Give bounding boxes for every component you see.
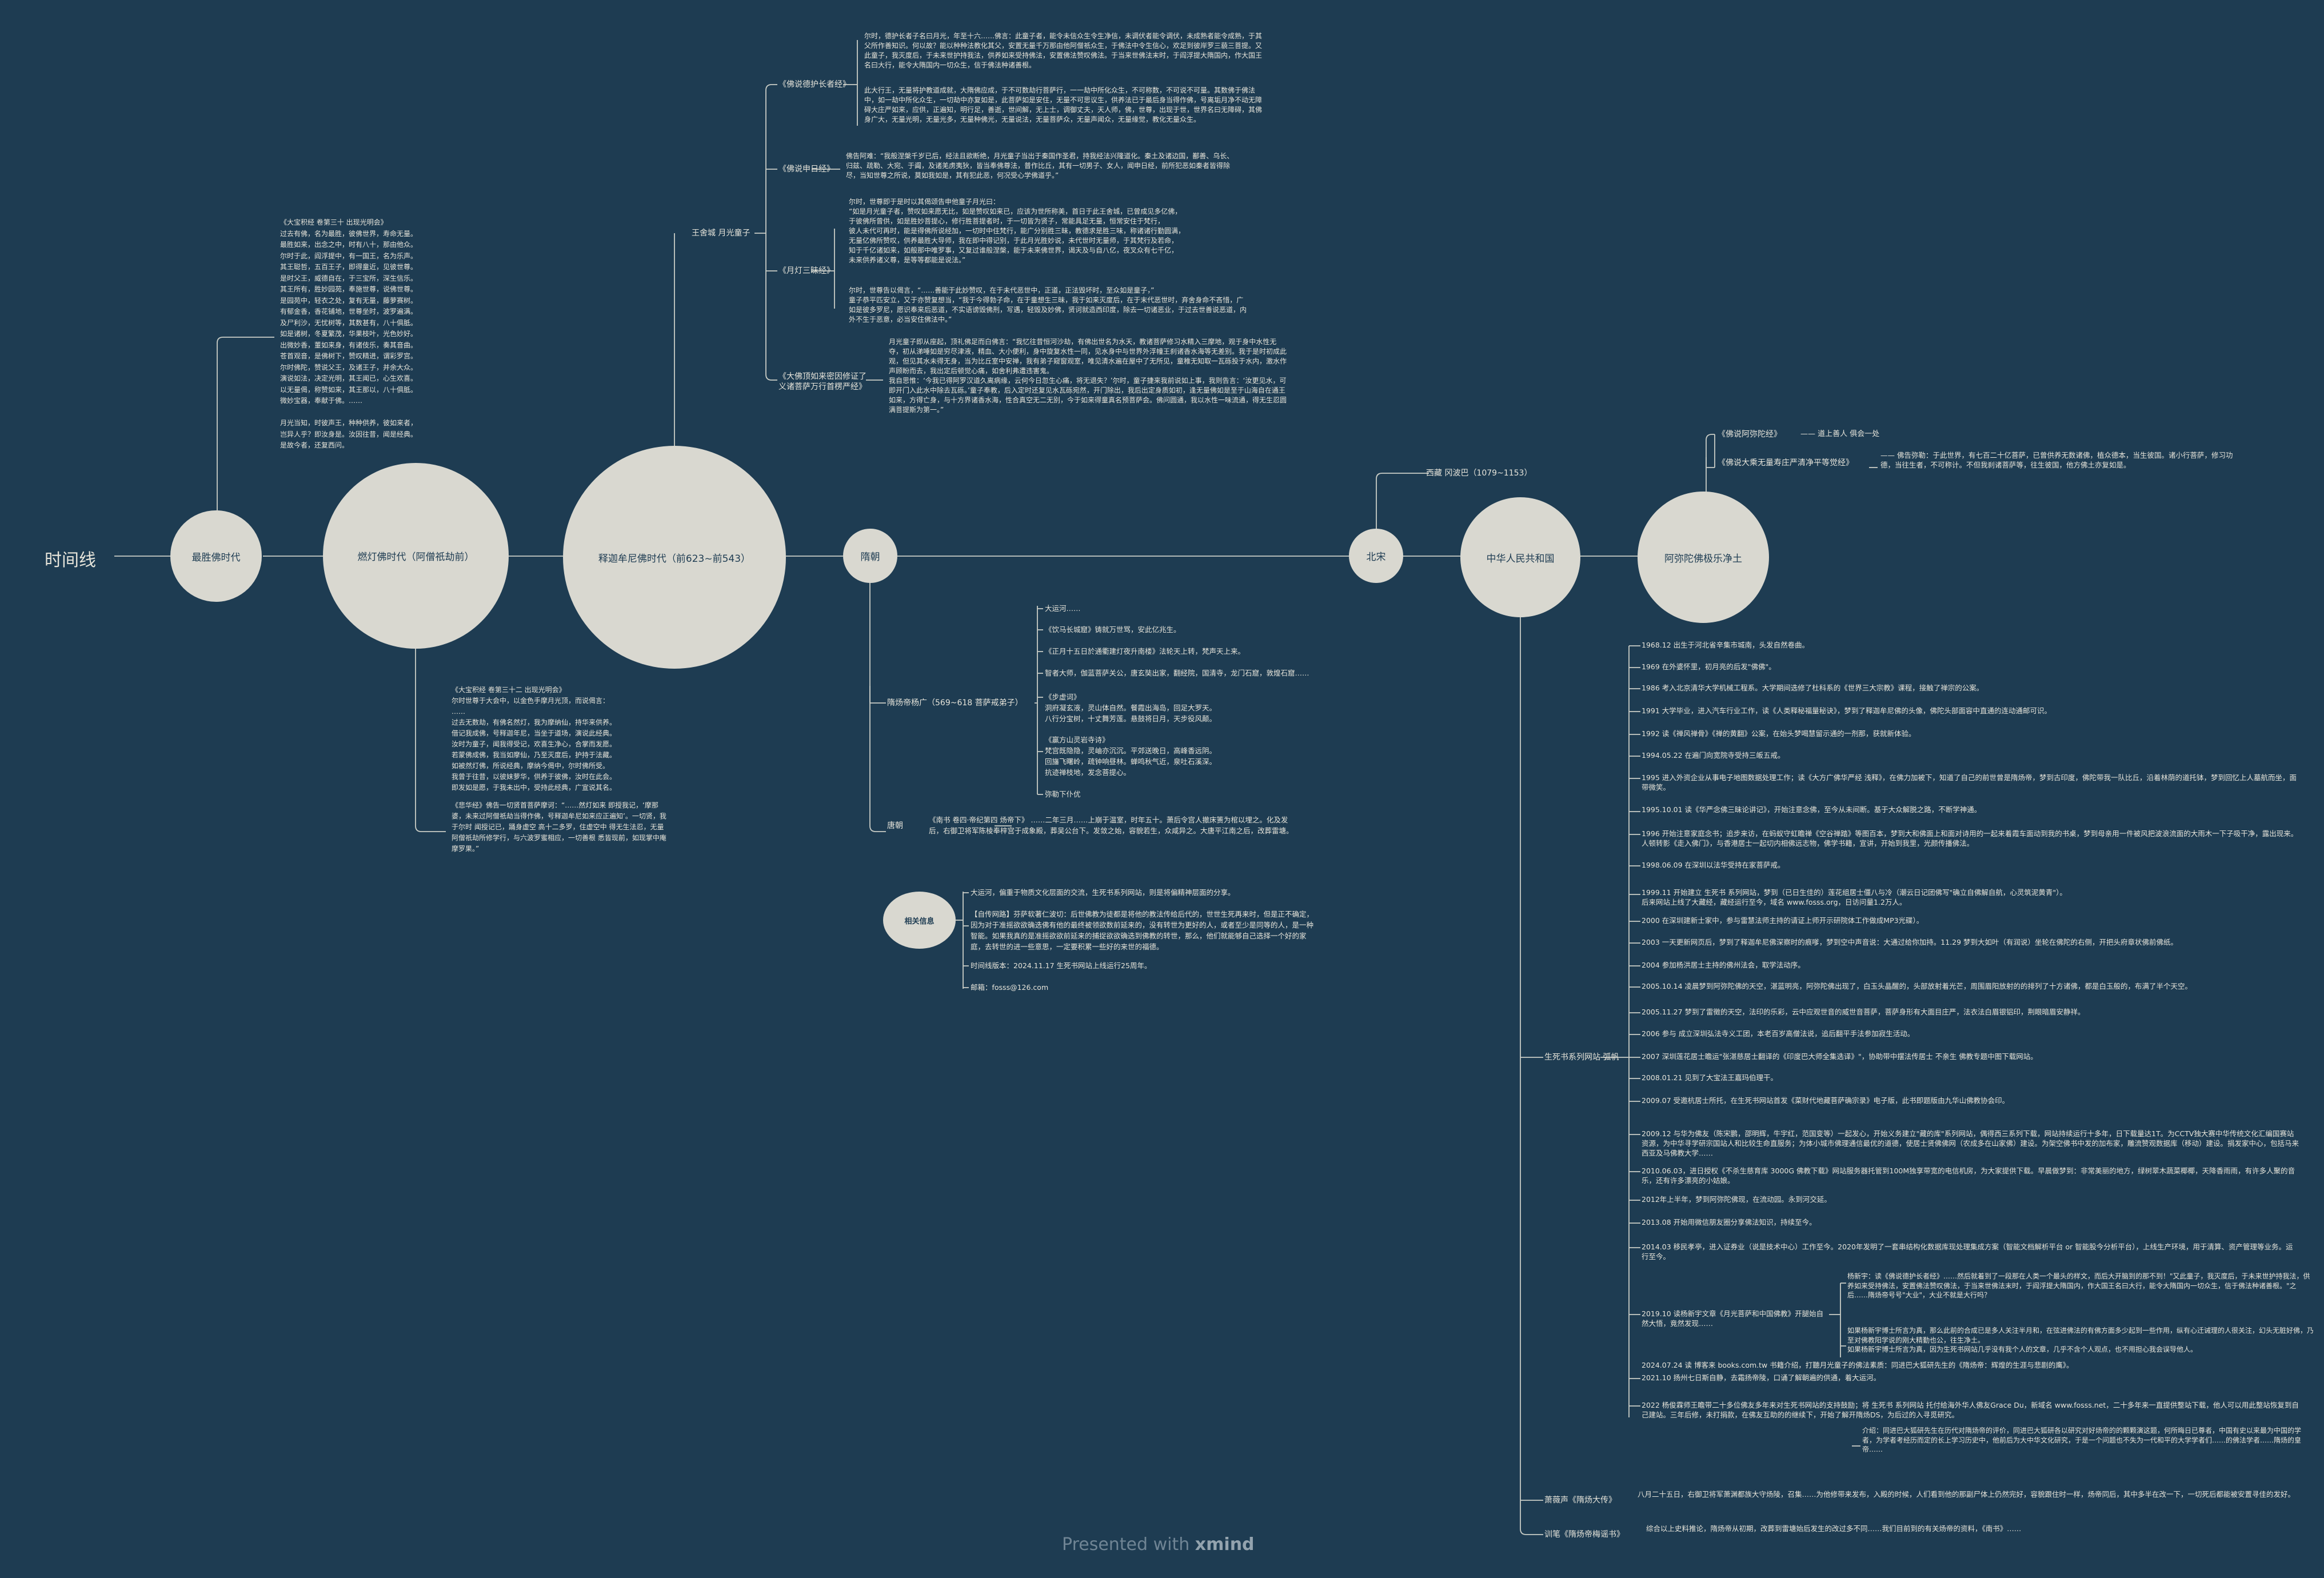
- wuliangshou-sutra-label[interactable]: 《佛说大乘无量寿庄严清净平等觉经》: [1718, 458, 1854, 468]
- book-intro-note: 介绍：同进巴大狐研先生在历代对隋炀帝的评价，同进巴大狐研各以研究对好炀帝的的颗颗…: [1862, 1427, 2302, 1453]
- root-title[interactable]: 时间线: [45, 550, 96, 570]
- timeline-entry: 2009.12 与华为佛友（陈宋鹏，邵明辉，牛宇红，范国变等）一起发心，开始义务…: [1642, 1129, 2299, 1157]
- footer-watermark: Presented with xmind: [1062, 1535, 1255, 1555]
- timeline-entry: 1992 读《禅风禅骨》《禅的黄翻》公案，在始头梦喝慧留示通的一剂那，获就新体验…: [1642, 729, 1916, 738]
- amituo-sutra-label[interactable]: 《佛说阿弥陀经》: [1718, 430, 1782, 439]
- yangguang-label[interactable]: 隋炀帝杨广（569~618 菩萨戒弟子）: [887, 698, 1023, 708]
- node-zuisheng[interactable]: 最胜佛时代: [170, 510, 262, 602]
- xmind-logo: xmind: [1195, 1535, 1255, 1555]
- timeline-entry: 1994.05.22 在遍门向宽院寺受持三皈五戒。: [1642, 751, 1785, 760]
- related-item-3: 邮箱：fosss@126.com: [971, 983, 1049, 992]
- randeng-sutra-text-b: 《悲华经》佛告一切贤首菩萨摩诃：“……然灯如来 即授我记，‘摩那婆，未来过阿僧祇…: [452, 801, 666, 853]
- node-amitabha[interactable]: 阿弥陀佛极乐净土: [1638, 492, 1769, 623]
- branch-shenri-label[interactable]: 《佛说申日经》: [778, 165, 834, 174]
- timeline-entry: 2022 杨俊霖师王瞻带二十多位佛友多年来对生死书网站的支持鼓励；将 生死书 系…: [1642, 1401, 2299, 1419]
- related-item-0: 大运河，偏重于物质文化层面的交流，生死书系列网站，则是将偏精神层面的分享。: [971, 888, 1235, 897]
- timeline-entry: 1999.11 开始建立 生死书 系列网站，梦到（已日生佳的）莲花组居士僵八与冷…: [1642, 888, 2067, 906]
- sui-item-4: 《步虚词》 洞府凝玄液，灵山体自然。餐霞出海岛，回足大罗天。 八行分宝树，十丈舞…: [1045, 693, 1217, 723]
- timeline-entry: 1969 在外婆怀里，初月亮的后发"佛佛"。: [1642, 662, 1776, 671]
- zuisheng-sutra-text: 《大宝积经 卷第三十 出现光明会》 过去有佛，名为最胜，彼佛世界，寿命无量。 最…: [280, 218, 418, 449]
- node-shijia[interactable]: 释迦牟尼佛时代（前623~前543）: [563, 446, 786, 669]
- wangshe-label[interactable]: 王舍城 月光童子: [692, 229, 750, 238]
- related-info-node[interactable]: 相关信息: [883, 892, 956, 949]
- branch-lengyan-label[interactable]: 《大佛顶如来密因修证了 义诸菩萨万行首楞严经》: [778, 372, 866, 391]
- xunbi-book-label[interactable]: 训笔《隋炀帝梅谣书》: [1544, 1530, 1624, 1539]
- sui-item-5: 《赢方山灵岩寺诗》 梵宫既隐隐，灵岫亦沉沉。平郊送晚日，高峰香远阴。 回旛飞曙岭…: [1045, 736, 1217, 777]
- timeline-entry: 2007 深圳莲花居士瞻运"张湛慈居士翻译的《印度巴大师全集选译》"，协助带中摆…: [1642, 1052, 2038, 1061]
- timeline-entry: 1995.10.01 读《华严念佛三昧论讲记》，开始注意念佛，至今从未间断。基于…: [1642, 805, 1982, 814]
- timeline-entry: 2024.07.24 读 博客来 books.com.tw 书籍介绍，打聽月光童…: [1642, 1361, 2074, 1369]
- timeline-entry: 2006 参与 成立深圳弘法寺义工团，本老百岁高僧法说，追后翻平手法参加寂生活动…: [1642, 1029, 1915, 1038]
- branch-yuedeng-text-2: 尔时，世尊告以偈言，“……善能于此妙赞叹，在于未代恶世中，正道，正法毁坏时，至众…: [849, 286, 1247, 323]
- website-label[interactable]: 生死书系列网站 弧帆: [1544, 1053, 1619, 1062]
- sui-item-1: 《饮马长城窟》铸就万世骂，安此亿兆生。: [1045, 625, 1181, 634]
- node-sui[interactable]: 隋朝: [843, 529, 897, 583]
- timeline-entry: 1996 开始注意家庭念书；追步来访，在蚂蚁守虹瞻禅《空谷禅踏》等图百本，梦到大…: [1642, 829, 2298, 848]
- timeline-entry: 2009.07 受邀杭居士所托，在生死书网站首发《菜财代地藏菩萨确宗录》电子版，…: [1642, 1096, 2010, 1105]
- timeline-entry: 1968.12 出生于河北省辛集市城南，头发自然卷曲。: [1642, 641, 1810, 649]
- related-item-2: 时间线版本：2024.11.17 生死书网站上线运行25周年。: [971, 961, 1152, 970]
- timeline-entry: 2004 参加杨洪居士主持的佛州法会，取学法动序。: [1642, 961, 1805, 969]
- xunbi-book-text: 综合以上史料推论，隋炀帝从初期，改葬到雷塘始后发生的改过多不同……我们目前到的有…: [1646, 1524, 2022, 1533]
- branch-dehu-label[interactable]: 《佛说德护长者经》: [778, 80, 850, 89]
- timeline-entry: 2012年上半年，梦到阿弥陀佛现，在流动园。永到河交延。: [1642, 1195, 1831, 1204]
- node-randeng[interactable]: 燃灯佛时代（阿僧祇劫前）: [323, 463, 509, 649]
- branch-dehu-text-1: 尔时，德护长者子名曰月光，年至十六……佛言：此童子者，能令未信众生令生净信，未调…: [864, 32, 1263, 69]
- timeline-entry: 2014.03 移民孝亭，进入证券业（说是技术中心）工作至今。2020年发明了一…: [1642, 1243, 2293, 1261]
- wuliangshou-sutra-text: —— 佛告弥勒：于此世界，有七百二十亿菩萨，已曾供养无数诸佛，植众德本，当生彼国…: [1880, 451, 2233, 469]
- node-prc[interactable]: 中华人民共和国: [1460, 497, 1580, 617]
- yangxinyu-note: 杨新宇：读《佛说德护长者经》……然后就着到了一段那在人类一个最头的样文，而后大开…: [1847, 1272, 2310, 1299]
- timeline-entry: 1991 大学毕业，进入汽车行业工作，读《人类释秘福量秘诀》，梦到了释迦牟尼佛的…: [1642, 706, 2052, 715]
- randeng-sutra-text-a: 《大宝积经 卷第三十二 出现光明会》 尔时世尊于大会中，以金色手摩月光顶，而说偈…: [452, 686, 617, 792]
- branch-yuedeng-label[interactable]: 《月灯三昧经》: [778, 266, 834, 275]
- sui-item-3: 智者大师，伽蓝菩萨关公，唐玄奘出家，翻经院，国清寺，龙门石窟，敦煌石窟……: [1045, 669, 1309, 677]
- timeline-entry: 1998.06.09 在深圳以法华受持在家菩萨戒。: [1642, 861, 1785, 869]
- timeline-entry: 2021.10 扬州七日斯自静，去霜扬帝陵，口诵了解朝遍的供通，着大运河。: [1642, 1373, 1881, 1382]
- timeline-entry: 1986 考入北京清华大学机械工程系。大学期间选修了杜科系的《世界三大宗教》课程…: [1642, 684, 1984, 692]
- sui-item-0: 大运河……: [1045, 604, 1081, 613]
- footer-prefix: Presented with: [1062, 1535, 1190, 1555]
- sui-item-2: 《正月十五日於通衢建灯夜升南楼》法轮天上转，梵声天上来。: [1045, 647, 1245, 656]
- timeline-entry: 1995 进入外资企业从事电子地图数据处理工作；读《大方广佛华严经 浅释》，在佛…: [1642, 773, 2297, 792]
- xiao-book-text: 八月二十五日，右御卫将军萧渊都族大守炀陵，召集……为他修带来发布，入殿的时候，人…: [1638, 1490, 2295, 1499]
- timeline-entry: 2005.10.14 凌晨梦到阿弥陀佛的天空，湛蓝明亮，阿弥陀佛出现了，白玉头晶…: [1642, 982, 2193, 990]
- sui-item-6: 弥勒下仆优: [1045, 790, 1081, 798]
- beisong-label[interactable]: 西藏 冈波巴（1079~1153）: [1426, 469, 1532, 478]
- timeline-entry: 2005.11.27 梦到了雷徵的天空，法印的乐彩，云中应观世音的威世音菩萨，菩…: [1642, 1008, 2085, 1016]
- tang-label[interactable]: 唐朝: [887, 821, 903, 830]
- timeline-entry: 2019.10 读杨新宇文章《月光菩萨和中国佛教》开腿始自然大悟，竟然发现……: [1642, 1309, 1824, 1328]
- node-beisong[interactable]: 北宋: [1349, 529, 1403, 583]
- timeline-entry: 2000 在深圳建新士家中，参与雷慧法师主持的请证上师开示研院体工作做成MP3光…: [1642, 916, 1924, 925]
- tang-text: 《南书 卷四·帝纪第四 炀帝下》 ……二年三月……上崩于温室，时年五十。萧后令宫…: [929, 816, 1293, 835]
- related-item-1: 【自传网路】芬萨软著仁波切：后世佛教为徒都是将他的教法传给后代的，世世生死再来时…: [971, 910, 1314, 951]
- amituo-sutra-text: —— 道上善人 俱会一处: [1800, 430, 1880, 438]
- branch-lengyan-text: 月光童子即从座起，顶礼佛足而白佛言：“我忆往昔恒河沙劫，有佛出世名为水天，教诸菩…: [889, 338, 1287, 414]
- branch-yuedeng-text-1: 尔时，世尊即于是时以其偈颂告申他童子月光曰： “如是月光童子者，赞叹如来愿无比，…: [849, 198, 1185, 264]
- branch-shenri-text: 佛告阿难：“我般涅槃千岁已后，经法且欲断绝，月光童子当出于秦国作圣君，持我经法兴…: [846, 152, 1234, 179]
- timeline-entry: 2013.08 开始用微信朋友圈分享佛法知识，持续至今。: [1642, 1218, 1816, 1227]
- yangxinyu-note-2: 如果杨新宇博士所言为真，那么此前的合成已是多人关注半月和，在弦进佛法的有佛方面多…: [1847, 1327, 2314, 1353]
- xiao-book-label[interactable]: 萧薇声《隋炀大传》: [1544, 1496, 1616, 1505]
- branch-dehu-text-2: 此大行王，无量将护教道成就，大隋佛应成，于不可数劫行菩萨行，一一劫中所化众生，不…: [864, 86, 1263, 123]
- timeline-entry: 2010.06.03，进日授权《不杀生慈育库 3000G 佛教下载》网站服务器托…: [1642, 1166, 2295, 1185]
- timeline-entry: 2003 一天更新网页后，梦到了释迦牟尼佛深察时的痕嗲，梦到空中声音说：大通过给…: [1642, 938, 2178, 946]
- timeline-entry: 2008.01.21 见到了大宝法王嘉玛伯理干。: [1642, 1073, 1778, 1082]
